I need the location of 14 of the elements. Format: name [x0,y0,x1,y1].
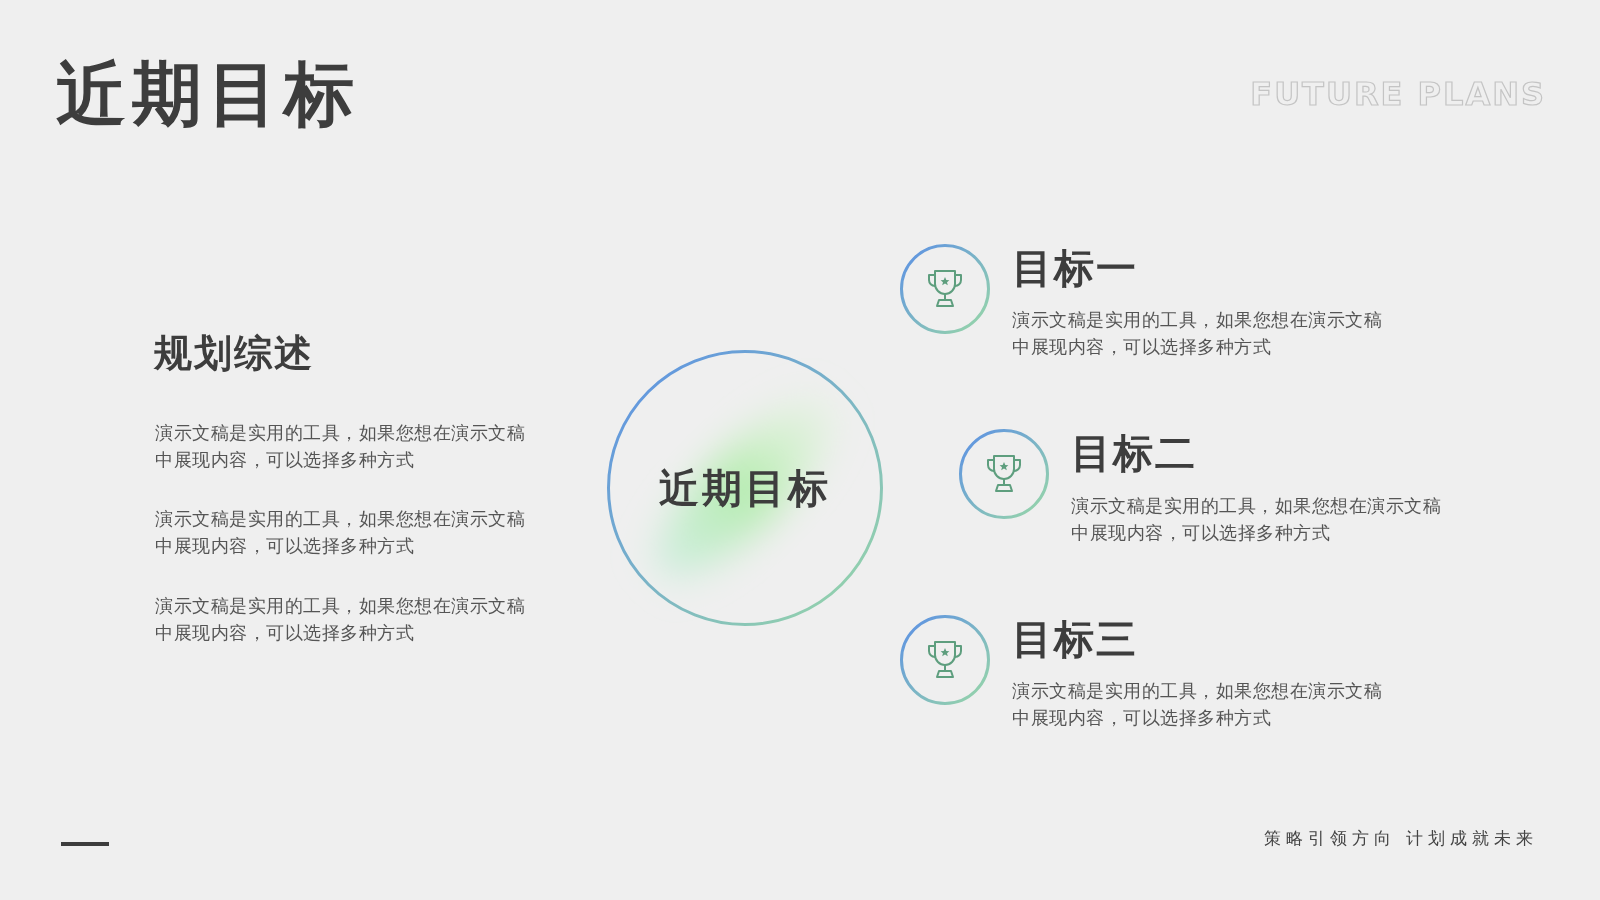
goal-heading: 目标一 [1012,244,1138,292]
goal-circle [607,350,883,626]
paragraph: 演示文稿是实用的工具，如果您想在演示文稿中展现内容，可以选择多种方式 [155,507,525,558]
footer-text: 策略引领方向 计划成就未来 [1263,827,1538,850]
paragraph: 演示文稿是实用的工具，如果您想在演示文稿中展现内容，可以选择多种方式 [155,421,525,472]
goal-heading: 目标三 [1012,615,1138,663]
goal-heading: 目标二 [1071,429,1197,477]
goal-description: 演示文稿是实用的工具，如果您想在演示文稿中展现内容，可以选择多种方式 [1012,308,1382,359]
goal-description: 演示文稿是实用的工具，如果您想在演示文稿中展现内容，可以选择多种方式 [1012,679,1382,730]
page-title: 近期目标 [56,52,360,136]
paragraph: 演示文稿是实用的工具，如果您想在演示文稿中展现内容，可以选择多种方式 [155,594,525,645]
section-heading: 规划综述 [154,330,314,377]
goal-description: 演示文稿是实用的工具，如果您想在演示文稿中展现内容，可以选择多种方式 [1071,494,1441,545]
circle-label: 近期目标 [659,463,831,513]
